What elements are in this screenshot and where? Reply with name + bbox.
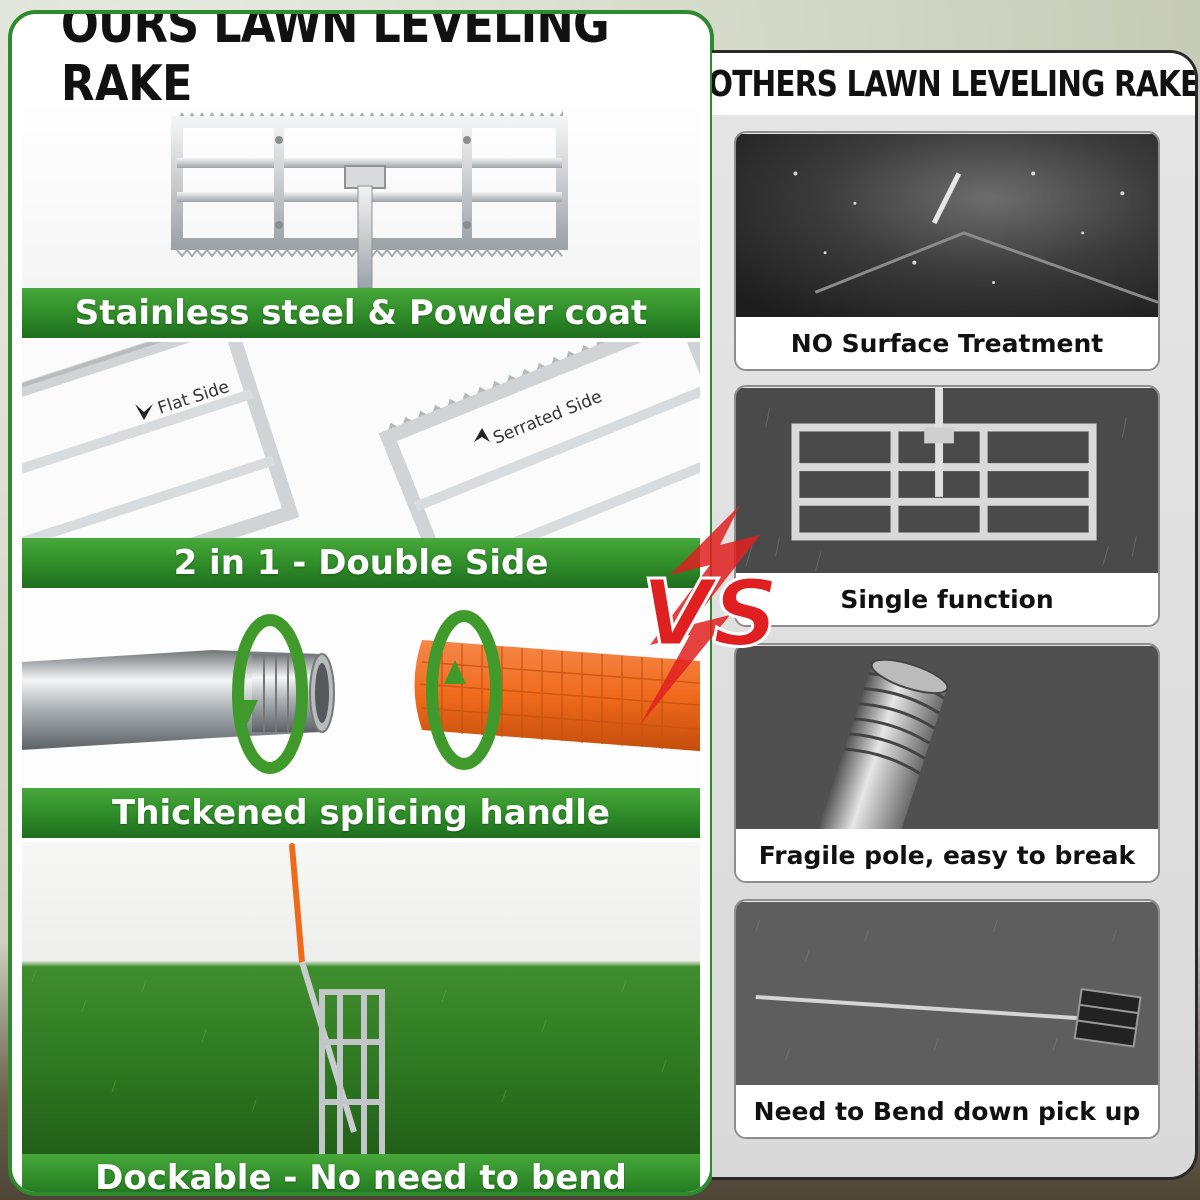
others-card-4: Need to Bend down pick up: [734, 899, 1160, 1139]
ours-caption-3: Thickened splicing handle: [22, 788, 700, 838]
vs-label: VS: [641, 560, 778, 667]
ours-panel: OURS LAWN LEVELING RAKE: [8, 10, 714, 1196]
rotate-arrow-icon-left: [232, 614, 308, 774]
others-panel: OTHERS LAWN LEVELING RAKE NO Surface Tre…: [712, 50, 1198, 1180]
serrated-side-arrow-icon: [474, 428, 490, 442]
rake-on-ground-image: [736, 901, 1158, 1087]
vs-badge: VS: [640, 505, 780, 725]
rusty-surface-image: [736, 133, 1158, 319]
double-side-image: Flat Side Serrated Side: [22, 342, 700, 538]
splicing-handle-image: [22, 592, 700, 788]
others-card-2: Single function: [734, 385, 1160, 627]
others-caption-2: Single function: [736, 573, 1158, 625]
others-title: OTHERS LAWN LEVELING RAKE: [712, 53, 1195, 115]
flat-side-arrow-icon: [135, 404, 153, 420]
rotate-arrow-icon-right: [426, 610, 502, 770]
broken-pole-image: [736, 645, 1158, 831]
ours-title: OURS LAWN LEVELING RAKE: [60, 10, 610, 115]
rake-on-lawn-image: [22, 842, 700, 1154]
ours-caption-1: Stainless steel & Powder coat: [22, 288, 700, 338]
others-caption-4: Need to Bend down pick up: [736, 1085, 1158, 1137]
others-caption-3: Fragile pole, easy to break: [736, 829, 1158, 881]
ours-caption-2: 2 in 1 - Double Side: [22, 538, 700, 588]
others-card-1: NO Surface Treatment: [734, 131, 1160, 371]
ours-caption-4: Dockable - No need to bend: [22, 1154, 700, 1192]
others-card-3: Fragile pole, easy to break: [734, 643, 1160, 883]
rake-top-view-image: [22, 100, 700, 288]
others-caption-1: NO Surface Treatment: [736, 317, 1158, 369]
single-side-rake-image: [736, 387, 1158, 575]
